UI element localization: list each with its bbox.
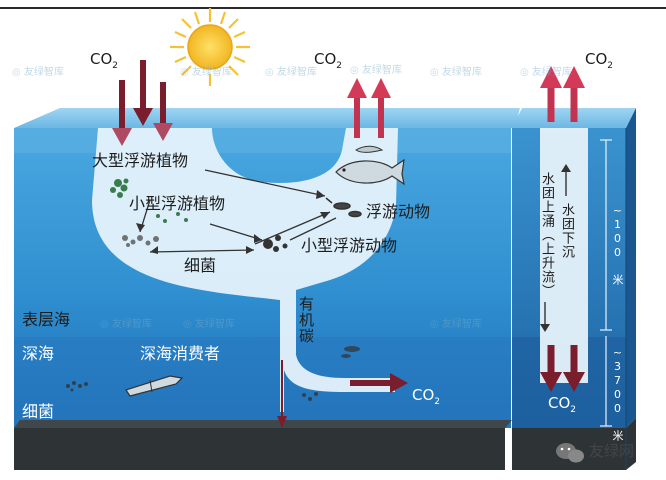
watermark: ◎ 友绿智库 xyxy=(100,319,152,330)
brand-logo-icon xyxy=(556,443,584,463)
co2-label-out-center: CO2 xyxy=(314,50,343,71)
watermark: ◎ 友绿智库 xyxy=(430,319,482,330)
co2-label-in: CO2 xyxy=(90,50,119,71)
food-web-arrowheads xyxy=(136,190,330,254)
co2-label-deep: CO2 xyxy=(412,386,441,407)
co2-out-arrows-center xyxy=(347,78,391,138)
co2-sink-arrows-right xyxy=(540,345,585,392)
brand-label: 友绿网 xyxy=(589,442,635,460)
deep-consumers-label: 深海消费者 xyxy=(140,344,221,363)
small-zooplankton-label: 小型浮游动物 xyxy=(301,236,398,255)
zooplankton-label: 浮游动物 xyxy=(366,202,431,221)
watermark: ◎ 友绿智库 xyxy=(180,67,232,78)
zooplankton-icon xyxy=(325,197,362,218)
bacteria-cluster-icon xyxy=(122,235,159,247)
column-direction-arrows xyxy=(544,170,567,326)
ocean-top-face xyxy=(14,108,520,128)
large-phytoplankton-label: 大型浮游植物 xyxy=(92,151,189,170)
depth-100-label: ~100 米 xyxy=(611,204,624,286)
co2-label-out-right: CO2 xyxy=(585,50,614,71)
deep-consumer-small-icon xyxy=(341,346,360,358)
sun-icon xyxy=(170,8,250,86)
food-web-arrows xyxy=(139,169,337,253)
phytoplankton-cluster-icon xyxy=(110,178,188,223)
column-side-face xyxy=(626,108,636,428)
flow-path xyxy=(92,128,398,412)
small-phytoplankton-label: 小型浮游植物 xyxy=(129,194,226,213)
deep-bacteria-label: 细菌 xyxy=(22,402,55,421)
column-seabed xyxy=(512,418,636,470)
co2-in-arrows xyxy=(112,60,173,146)
deep-ocean-label: 深海 xyxy=(22,344,55,363)
co2-out-arrows-right xyxy=(540,66,585,122)
deep-bacteria-icon xyxy=(66,381,318,401)
depth-3700-label: ~3700 米 xyxy=(611,346,624,442)
water-sinking-label: 水团下沉 xyxy=(559,203,574,259)
surface-band xyxy=(14,128,511,153)
deep-fish-icon xyxy=(125,375,184,397)
organic-carbon-label: 有机碳 xyxy=(297,296,315,344)
deep-co2-arrow xyxy=(350,373,408,393)
water-upwelling-label: 水团上涌（上升流） xyxy=(539,172,554,298)
co2-label-column-bottom: CO2 xyxy=(548,394,577,415)
surface-ocean-label: 表层海 xyxy=(22,310,71,329)
watermark: ◎ 友绿智库 xyxy=(183,319,235,330)
seabed-main xyxy=(14,428,505,470)
watermark: ◎ 友绿智库 xyxy=(265,67,317,78)
bacteria-upper-label: 细菌 xyxy=(184,256,217,275)
small-zooplankton-icon xyxy=(263,235,288,252)
watermark: ◎ 友绿智库 xyxy=(350,65,402,76)
organic-carbon-arrow xyxy=(277,360,287,428)
seabed-shade xyxy=(14,420,512,428)
deep-layer xyxy=(14,337,511,428)
fish-icon xyxy=(335,145,405,186)
watermark: ◎ 友绿智库 xyxy=(520,67,572,78)
watermark: ◎ 友绿智库 xyxy=(12,67,64,78)
watermark: ◎ 友绿智库 xyxy=(430,67,482,78)
